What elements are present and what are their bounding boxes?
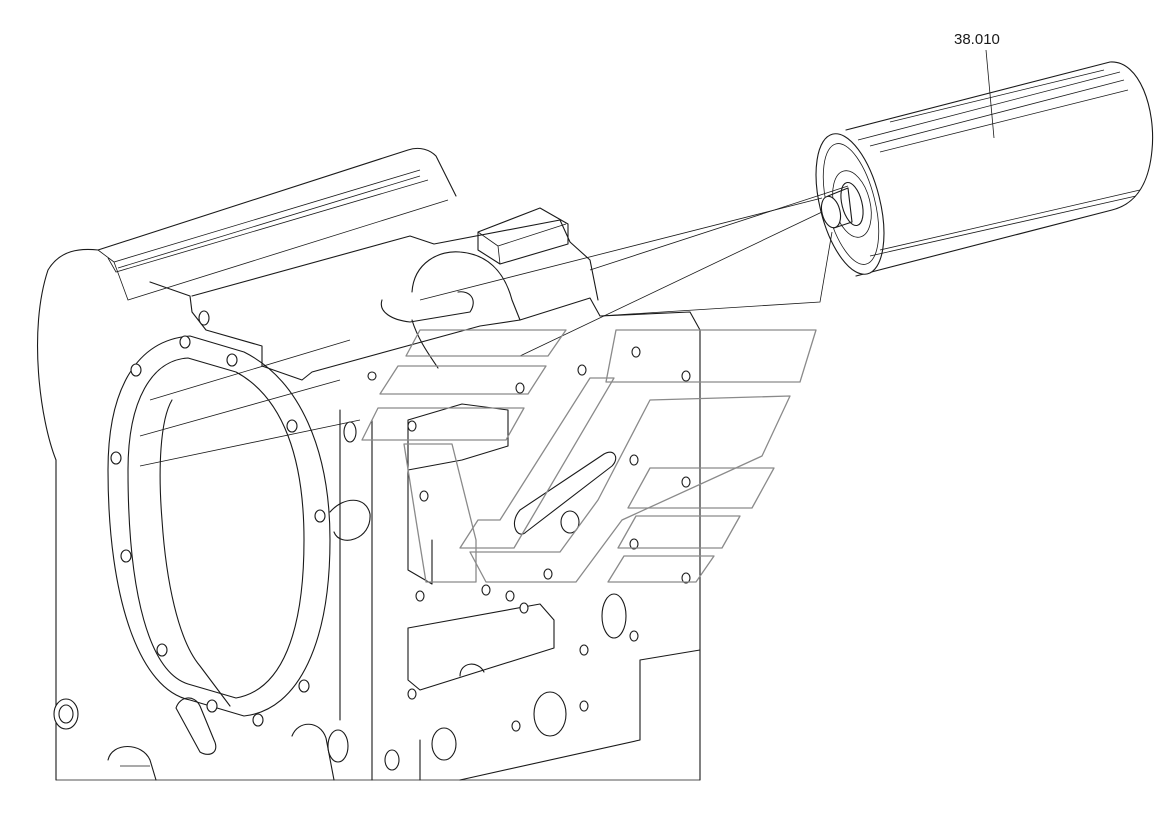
callout-leader <box>985 49 995 139</box>
housing-right-face <box>339 409 373 781</box>
plug-shading <box>857 71 1129 153</box>
bolt-hole <box>511 720 521 732</box>
bolt-hole <box>631 346 641 358</box>
large-bore <box>533 691 567 737</box>
bolt-hole <box>206 699 218 713</box>
housing-inner-window <box>459 663 485 677</box>
housing-bearing-saddle <box>380 291 474 323</box>
plug-body <box>845 61 1154 277</box>
bolt-hole <box>343 421 357 443</box>
housing-bearing-saddle <box>411 319 439 369</box>
housing-inner-pocket <box>407 469 433 585</box>
bolt-hole <box>681 476 691 488</box>
bolt-hole <box>519 602 529 614</box>
housing-inner-slot <box>513 451 617 535</box>
bolt-hole <box>577 364 587 376</box>
housing-bearing-saddle <box>411 251 521 321</box>
housing-web <box>291 723 335 781</box>
explode-line <box>419 197 823 301</box>
bolt-hole <box>543 568 553 580</box>
bolt-hole <box>579 644 589 656</box>
housing-top-rib <box>117 175 421 269</box>
main-bore-rim <box>159 399 231 707</box>
bolt-hole <box>130 363 142 377</box>
housing-top-rib <box>113 199 449 301</box>
explode-line <box>519 211 823 357</box>
bolt-hole <box>156 643 168 657</box>
bolt-hole <box>629 538 639 550</box>
housing-top-rib <box>107 179 429 273</box>
housing-lower-edge <box>419 649 701 781</box>
bore-hole <box>560 510 580 534</box>
housing-lower-pocket <box>107 746 157 781</box>
main-bore-rim <box>139 339 361 467</box>
bolt-hole <box>110 451 122 465</box>
bolt-hole <box>505 590 515 602</box>
bolt-hole <box>314 509 326 523</box>
housing-inner-window <box>407 603 555 691</box>
large-bore <box>431 727 457 761</box>
bolt-hole <box>286 419 298 433</box>
watermark-logo <box>361 329 817 583</box>
housing-top-rib <box>97 169 421 263</box>
part-number-label: 38.010 <box>954 31 1000 48</box>
bore-hole <box>384 749 400 771</box>
bolt-hole <box>515 382 525 394</box>
bolt-hole <box>198 310 210 326</box>
plug-boss-face <box>840 181 864 227</box>
bolt-hole <box>681 572 691 584</box>
bolt-hole <box>407 420 417 432</box>
plug-shading <box>889 69 1105 123</box>
bolt-hole <box>419 490 429 502</box>
housing-inner-pocket <box>407 403 509 471</box>
bolt-hole <box>252 713 264 727</box>
bolt-hole <box>179 335 191 349</box>
bolt-hole <box>407 688 417 700</box>
bolt-hole <box>120 549 132 563</box>
housing-top-boss <box>477 223 567 265</box>
bolt-hole <box>481 584 491 596</box>
plug-shading <box>869 189 1141 257</box>
bolt-hole <box>629 630 639 642</box>
bolt-hole <box>367 371 377 381</box>
housing-front-flange <box>149 281 701 781</box>
housing-lower-pocket <box>175 697 217 755</box>
assembly-lines <box>419 185 849 357</box>
housing-top-boss <box>477 207 569 265</box>
plug-spigot <box>827 187 853 229</box>
bolt-hole <box>298 679 310 693</box>
main-bore-outer <box>107 335 331 717</box>
callout-38-010: 38.010 <box>954 31 1000 139</box>
main-bore-inner <box>127 357 305 699</box>
bolt-hole <box>681 370 691 382</box>
bolt-hole <box>415 590 425 602</box>
transmission-housing <box>37 147 701 781</box>
large-bore <box>601 593 627 639</box>
explode-line <box>599 231 833 317</box>
plug-spigot-end <box>820 195 842 229</box>
housing-web <box>329 499 371 541</box>
bolt-hole <box>629 454 639 466</box>
part-38-010-plug <box>815 61 1154 277</box>
bolt-hole <box>226 353 238 367</box>
dowel-hole <box>58 704 74 724</box>
explode-line <box>589 185 849 271</box>
bolt-hole <box>579 700 589 712</box>
housing-outer-shell <box>37 147 457 781</box>
bore-hole <box>327 729 349 763</box>
